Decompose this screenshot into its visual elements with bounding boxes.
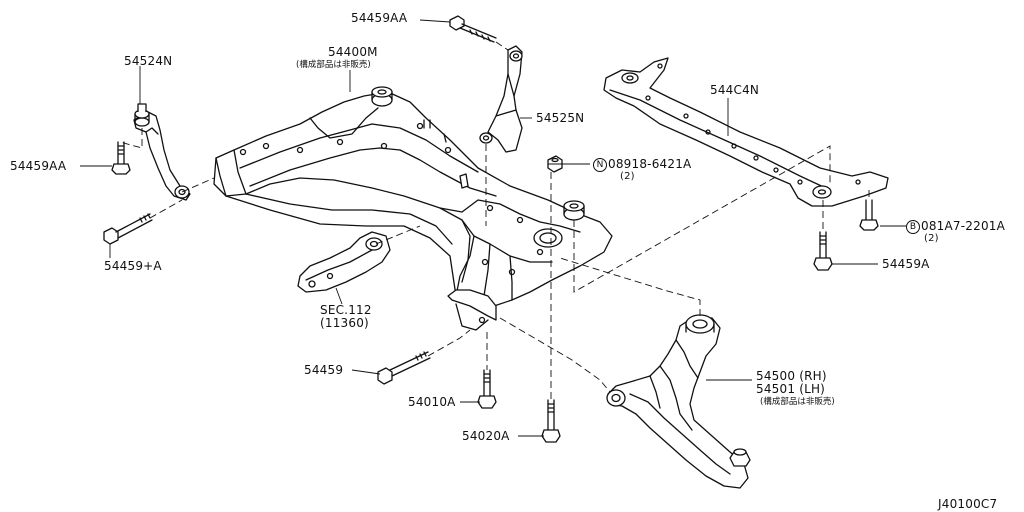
label-54500-rh: 54500 (RH) <box>756 369 827 383</box>
label-54525N: 54525N <box>536 111 585 125</box>
member-mount-front-left <box>447 289 497 331</box>
label-54459plusA: 54459+A <box>104 259 162 273</box>
label-08918-qty: (2) <box>620 171 635 182</box>
label-sec112: SEC.112 <box>320 303 372 317</box>
label-54010A: 54010A <box>408 395 456 409</box>
label-54459AA-left: 54459AA <box>10 159 67 173</box>
label-54459: 54459 <box>304 363 344 377</box>
leader-lines <box>80 19 906 437</box>
label-54501-lh: 54501 (LH) <box>756 382 826 396</box>
member-mount-rear-right <box>563 200 585 221</box>
label-54400M: 54400M <box>328 45 378 59</box>
front-suspension-member[interactable] <box>213 86 613 331</box>
prefix-B-badge: B <box>906 220 920 234</box>
label-081A7-2201A: 081A7-2201A <box>921 219 1006 233</box>
alignment-lines <box>119 41 870 400</box>
label-sec112-sub: (11360) <box>320 316 369 330</box>
diagram-id: J40100C7 <box>938 497 998 511</box>
bolt-54010A[interactable] <box>477 369 497 409</box>
label-54459AA-top: 54459AA <box>351 11 408 25</box>
bolt-54459[interactable] <box>377 351 431 385</box>
bolt-081A7-2201A[interactable] <box>859 199 879 231</box>
label-54524N: 54524N <box>124 54 173 68</box>
label-08918-6421A: 08918-6421A <box>608 157 692 171</box>
prefix-N-badge: N <box>593 158 607 172</box>
label-54500-note: (構成部品は非販売) <box>760 397 835 407</box>
label-544C4N: 544C4N <box>710 83 760 97</box>
member-mount-rear-left <box>371 86 393 107</box>
bracket-54524N[interactable] <box>133 103 191 201</box>
bolt-54020A[interactable] <box>541 399 561 443</box>
bolt-54459A[interactable] <box>813 231 833 271</box>
label-081A7-qty: (2) <box>924 233 939 244</box>
link-54525N[interactable] <box>479 45 523 153</box>
transverse-link-54500-54501[interactable] <box>606 314 751 489</box>
bolt-54459plusA[interactable] <box>103 213 153 245</box>
label-54020A: 54020A <box>462 429 510 443</box>
member-stay-544C4N[interactable] <box>603 57 889 207</box>
label-54400M-note: (構成部品は非販売) <box>296 60 371 70</box>
engine-mount-sec112[interactable] <box>297 231 391 293</box>
label-54459A: 54459A <box>882 257 930 271</box>
bolt-54459AA-left[interactable] <box>111 141 131 175</box>
bolt-54459AA-top[interactable] <box>449 15 497 43</box>
